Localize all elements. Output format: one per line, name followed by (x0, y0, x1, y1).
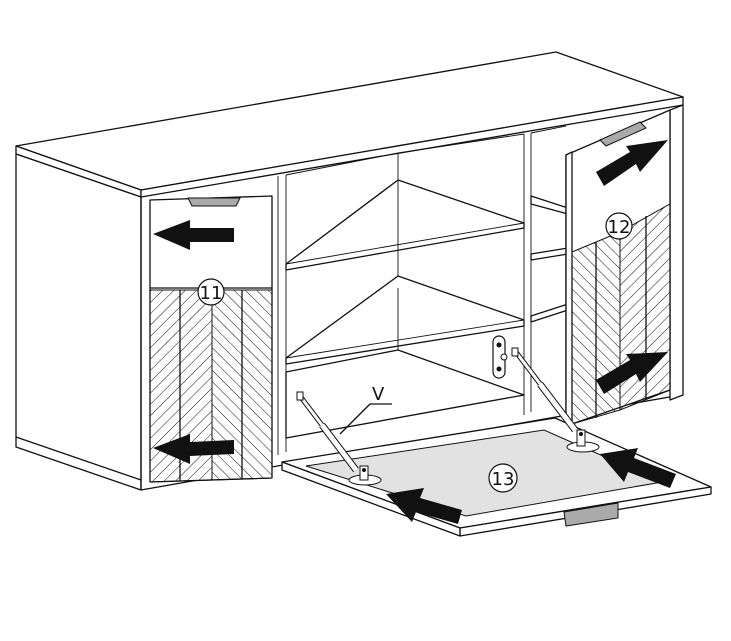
hinge-icon (492, 335, 508, 379)
label-circle (197, 278, 225, 306)
right-door-handle (599, 121, 647, 147)
strut-callout: V (339, 384, 392, 435)
direction-arrow-icon (386, 488, 462, 524)
direction-arrow-icon (596, 352, 668, 394)
direction-arrow-icon (596, 140, 668, 186)
gas-strut-icon (511, 347, 578, 433)
flap-door: 13 (281, 417, 712, 537)
flap-handle (563, 502, 619, 527)
label-12: 12 (608, 217, 631, 238)
left-door: 11 (149, 195, 273, 483)
hinge-icon (348, 465, 382, 486)
label-13: 13 (492, 469, 515, 490)
direction-arrow-icon (600, 448, 676, 488)
left-door-handle (187, 197, 241, 207)
label-circle (488, 463, 518, 493)
right-door: 12 (565, 109, 671, 427)
gas-strut-icon (296, 391, 359, 473)
direction-arrow-icon (153, 220, 234, 250)
label-circle (605, 212, 633, 240)
label-11: 11 (200, 283, 223, 304)
direction-arrow-icon (153, 434, 234, 464)
label-v: V (372, 384, 385, 405)
hinge-icon (566, 429, 600, 453)
